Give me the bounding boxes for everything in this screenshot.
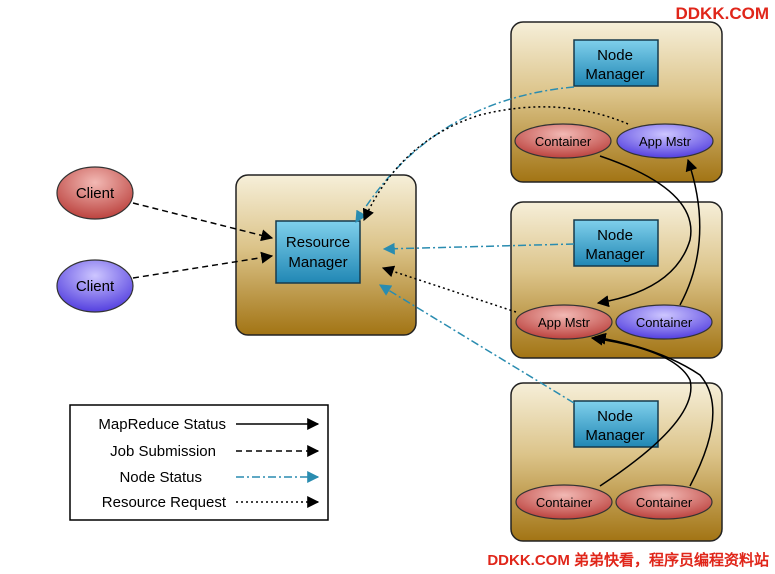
node-2-left-label: App Mstr bbox=[538, 315, 591, 330]
node-1-container bbox=[514, 123, 612, 159]
node-manager-3-label-1: Node bbox=[597, 408, 633, 425]
client-2-label: Client bbox=[76, 278, 115, 295]
node-manager-3-box bbox=[573, 400, 659, 448]
node-1-status-arrow bbox=[355, 86, 575, 224]
resource-manager-box bbox=[275, 220, 361, 284]
node-1-resource-request-arrow bbox=[362, 106, 629, 222]
node-3-container-2-status-arrow bbox=[593, 332, 714, 487]
legend-label-mapreduce-status: MapReduce Status bbox=[98, 416, 226, 433]
node-manager-2-label-1: Node bbox=[597, 227, 633, 244]
client-1-label: Client bbox=[76, 185, 115, 202]
legend-label-job-submission: Job Submission bbox=[110, 443, 216, 460]
node-manager-2-box bbox=[573, 219, 659, 267]
watermark-bottom: DDKK.COM 弟弟快看，程序员编程资料站 bbox=[487, 552, 769, 569]
node-manager-2-label-2: Manager bbox=[585, 246, 644, 263]
node-manager-1-label-2: Manager bbox=[585, 66, 644, 83]
node-3-right-label: Container bbox=[636, 495, 693, 510]
node-2-container-to-app-master-arrow bbox=[679, 158, 701, 306]
node-2: Node Manager App Mstr Container bbox=[510, 201, 723, 359]
legend-label-resource-request: Resource Request bbox=[102, 494, 227, 511]
node-manager-3-label-2: Manager bbox=[585, 427, 644, 444]
client-2: Client bbox=[56, 259, 134, 313]
legend-label-node-status: Node Status bbox=[119, 469, 202, 486]
node-1-right-label: App Mstr bbox=[639, 134, 692, 149]
client-1-job-submission-arrow bbox=[132, 202, 274, 242]
resource-manager-label-1: Resource bbox=[286, 234, 350, 251]
node-3-left-label: Container bbox=[536, 495, 593, 510]
resource-manager-label-2: Manager bbox=[288, 254, 347, 271]
node-1: Node Manager Container App Mstr bbox=[510, 21, 723, 183]
node-1-container-status-arrow bbox=[596, 155, 692, 308]
resource-manager-node: Resource Manager bbox=[235, 174, 417, 336]
node-2-container bbox=[615, 304, 713, 340]
client-1: Client bbox=[56, 166, 134, 220]
node-1-app-master bbox=[616, 123, 714, 159]
node-2-right-label: Container bbox=[636, 315, 693, 330]
node-3-container-1 bbox=[515, 484, 613, 520]
node-manager-1-label-1: Node bbox=[597, 47, 633, 64]
client-2-job-submission-arrow bbox=[132, 251, 274, 279]
node-2-resource-request-arrow bbox=[381, 265, 517, 313]
node-manager-1-box bbox=[573, 39, 659, 87]
legend: MapReduce Status Job Submission Node Sta… bbox=[69, 404, 329, 521]
node-3-container-2 bbox=[615, 484, 713, 520]
node-2-app-master bbox=[515, 304, 613, 340]
node-1-left-label: Container bbox=[535, 134, 592, 149]
node-3: Node Manager Container Container bbox=[510, 382, 723, 542]
node-3-status-arrow bbox=[378, 284, 575, 404]
watermark-top: DDKK.COM bbox=[675, 4, 770, 23]
